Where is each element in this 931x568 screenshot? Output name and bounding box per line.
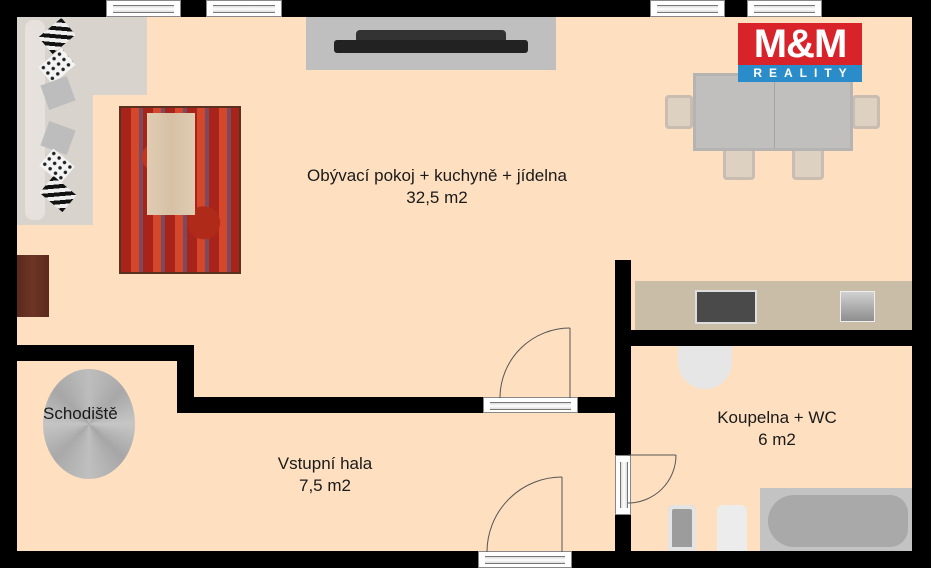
coffee-table [147,113,195,215]
wall-right [912,0,931,568]
wall-top-mid1 [181,0,206,17]
window-top-2 [206,0,282,17]
door-frame-living [483,397,578,413]
window-top-4 [747,0,822,17]
door-swing-bathroom-icon[interactable] [627,454,678,510]
spiral-staircase [43,369,135,479]
room-area: 7,5 m2 [299,476,351,495]
wall-top-mid2 [282,0,650,17]
wall-hall-top [177,397,483,413]
room-name: Koupelna + WC [717,408,837,427]
bidet [717,505,747,551]
room-area: 32,5 m2 [406,188,468,207]
dining-chair [852,95,880,129]
wall-hall-step [177,345,194,413]
room-label-hall: Vstupní hala 7,5 m2 [255,453,395,497]
wall-kitchen-stub [615,260,631,455]
door-swing-entrance-icon[interactable] [480,475,565,553]
room-name: Vstupní hala [277,454,373,473]
logo-reality: REALITY [738,65,862,82]
washbasin [678,346,732,389]
mm-reality-logo: M&M REALITY [738,23,862,82]
room-label-bathroom: Koupelna + WC 6 m2 [697,407,857,451]
door-frame-entrance [478,551,572,568]
wall-top-right [822,0,931,17]
door-frame-bathroom [615,455,631,515]
wall-bottom-right [572,551,931,568]
wall-bath-lower [615,515,631,555]
room-name: Obývací pokoj + kuchyně + jídelna [307,166,567,185]
wall-top-mid3 [725,0,747,17]
room-name: Schodiště [43,404,118,423]
bathtub [768,495,908,547]
wall-top-left [0,0,106,17]
dining-chair [665,95,693,129]
wall-hall-top-left [14,345,194,361]
room-area: 6 m2 [758,430,796,449]
room-label-stairs: Schodiště [43,403,156,425]
side-cabinet [17,255,49,317]
dining-chair [792,148,824,180]
kitchen-sink [840,291,875,322]
cooktop [695,290,757,324]
logo-mm: M&M [738,23,862,65]
toilet [668,505,696,551]
tv [334,30,528,54]
dining-table [693,73,853,151]
door-swing-living-icon[interactable] [490,325,575,400]
dining-chair [723,148,755,180]
room-label-living: Obývací pokoj + kuchyně + jídelna 32,5 m… [269,165,605,209]
window-top-1 [106,0,181,17]
window-top-3 [650,0,725,17]
wall-bottom-left [0,551,478,568]
wall-bath-top [615,330,931,346]
wall-left [0,0,17,568]
